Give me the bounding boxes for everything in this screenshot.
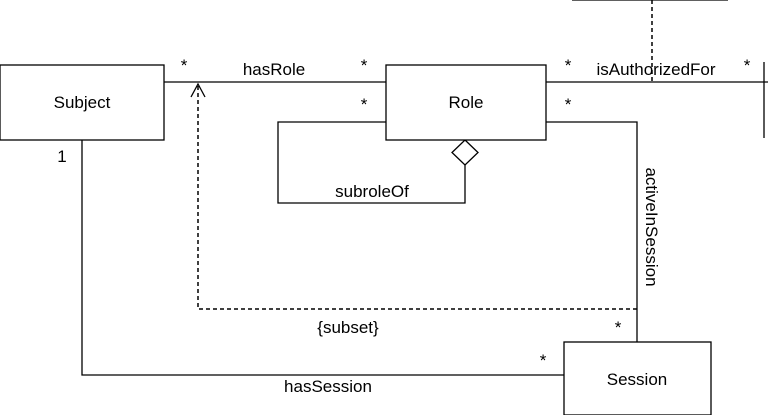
- active-in-session-line: [546, 121, 638, 342]
- class-subject-name: Subject: [54, 93, 111, 112]
- subrole-of-line: [277, 121, 466, 204]
- multiplicity-subject-has-role: *: [181, 56, 188, 75]
- is-authorized-for-label: isAuthorizedFor: [596, 60, 715, 79]
- multiplicity-authorized-far-end: *: [744, 56, 751, 75]
- subrole-of-label: subroleOf: [335, 182, 409, 201]
- multiplicity-session-active: *: [615, 318, 622, 337]
- has-session-line: [81, 140, 564, 376]
- multiplicity-role-has-role: *: [361, 56, 368, 75]
- has-session-label: hasSession: [284, 377, 372, 396]
- class-session-name: Session: [607, 370, 667, 389]
- multiplicity-role-active: *: [565, 95, 572, 114]
- has-role-label: hasRole: [243, 60, 305, 79]
- aggregation-diamond: [451, 139, 479, 166]
- class-session: Session: [563, 341, 712, 415]
- multiplicity-role-authorized: *: [565, 56, 572, 75]
- class-subject: Subject: [0, 64, 165, 141]
- multiplicity-role-subrole: *: [361, 95, 368, 114]
- multiplicity-session-has-session: *: [540, 351, 547, 370]
- class-role: Role: [385, 64, 547, 141]
- subset-arrowhead: [190, 82, 206, 98]
- active-in-session-label: activeInSession: [642, 167, 661, 286]
- multiplicity-subject-has-session: 1: [57, 147, 66, 166]
- subset-constraint-label: {subset}: [317, 318, 379, 337]
- class-role-name: Role: [449, 93, 484, 112]
